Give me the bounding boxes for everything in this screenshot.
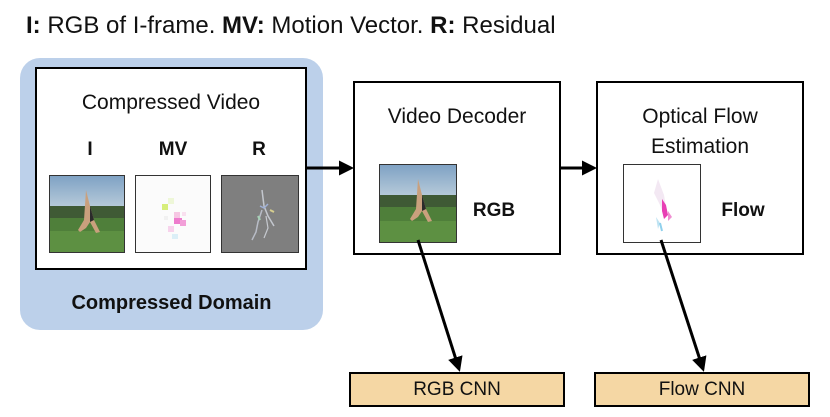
arrow-rgb-to-cnn (416, 239, 463, 372)
video-decoder-box: Video Decoder RGB (353, 81, 561, 255)
label-r: R (252, 139, 266, 160)
residual-thumbnail (221, 175, 299, 253)
arrow-flow-to-cnn (659, 239, 707, 372)
caption-r-text: Residual (455, 12, 556, 39)
rgb-label: RGB (472, 200, 516, 221)
flow-label: Flow (721, 200, 765, 221)
caption: I: RGB of I-frame. MV: Motion Vector. R:… (26, 12, 556, 40)
compressed-domain-label: Compressed Domain (71, 292, 272, 314)
caption-mv-text: Motion Vector. (264, 12, 431, 39)
mv-thumbnail (135, 175, 211, 253)
caption-i-key: I: (26, 12, 41, 39)
label-i: I (87, 139, 93, 160)
optical-flow-title-line2: Estimation (650, 135, 750, 158)
caption-i-text: RGB of I-frame. (40, 12, 223, 39)
compressed-video-title: Compressed Video (81, 91, 261, 114)
flow-cnn-box: Flow CNN (594, 372, 810, 407)
optical-flow-title-line1: Optical Flow (642, 105, 758, 128)
compressed-video-box: Compressed Video I MV R (35, 67, 307, 270)
caption-r-key: R: (430, 12, 456, 39)
video-decoder-title: Video Decoder (387, 105, 527, 128)
flow-thumbnail (623, 164, 701, 243)
label-mv: MV (158, 139, 188, 160)
optical-flow-box: Optical Flow Estimation Flow (596, 81, 804, 255)
rgb-cnn-box: RGB CNN (349, 372, 565, 407)
caption-mv-key: MV: (222, 12, 265, 39)
i-frame-thumbnail (49, 175, 125, 253)
rgb-thumbnail (379, 164, 457, 243)
